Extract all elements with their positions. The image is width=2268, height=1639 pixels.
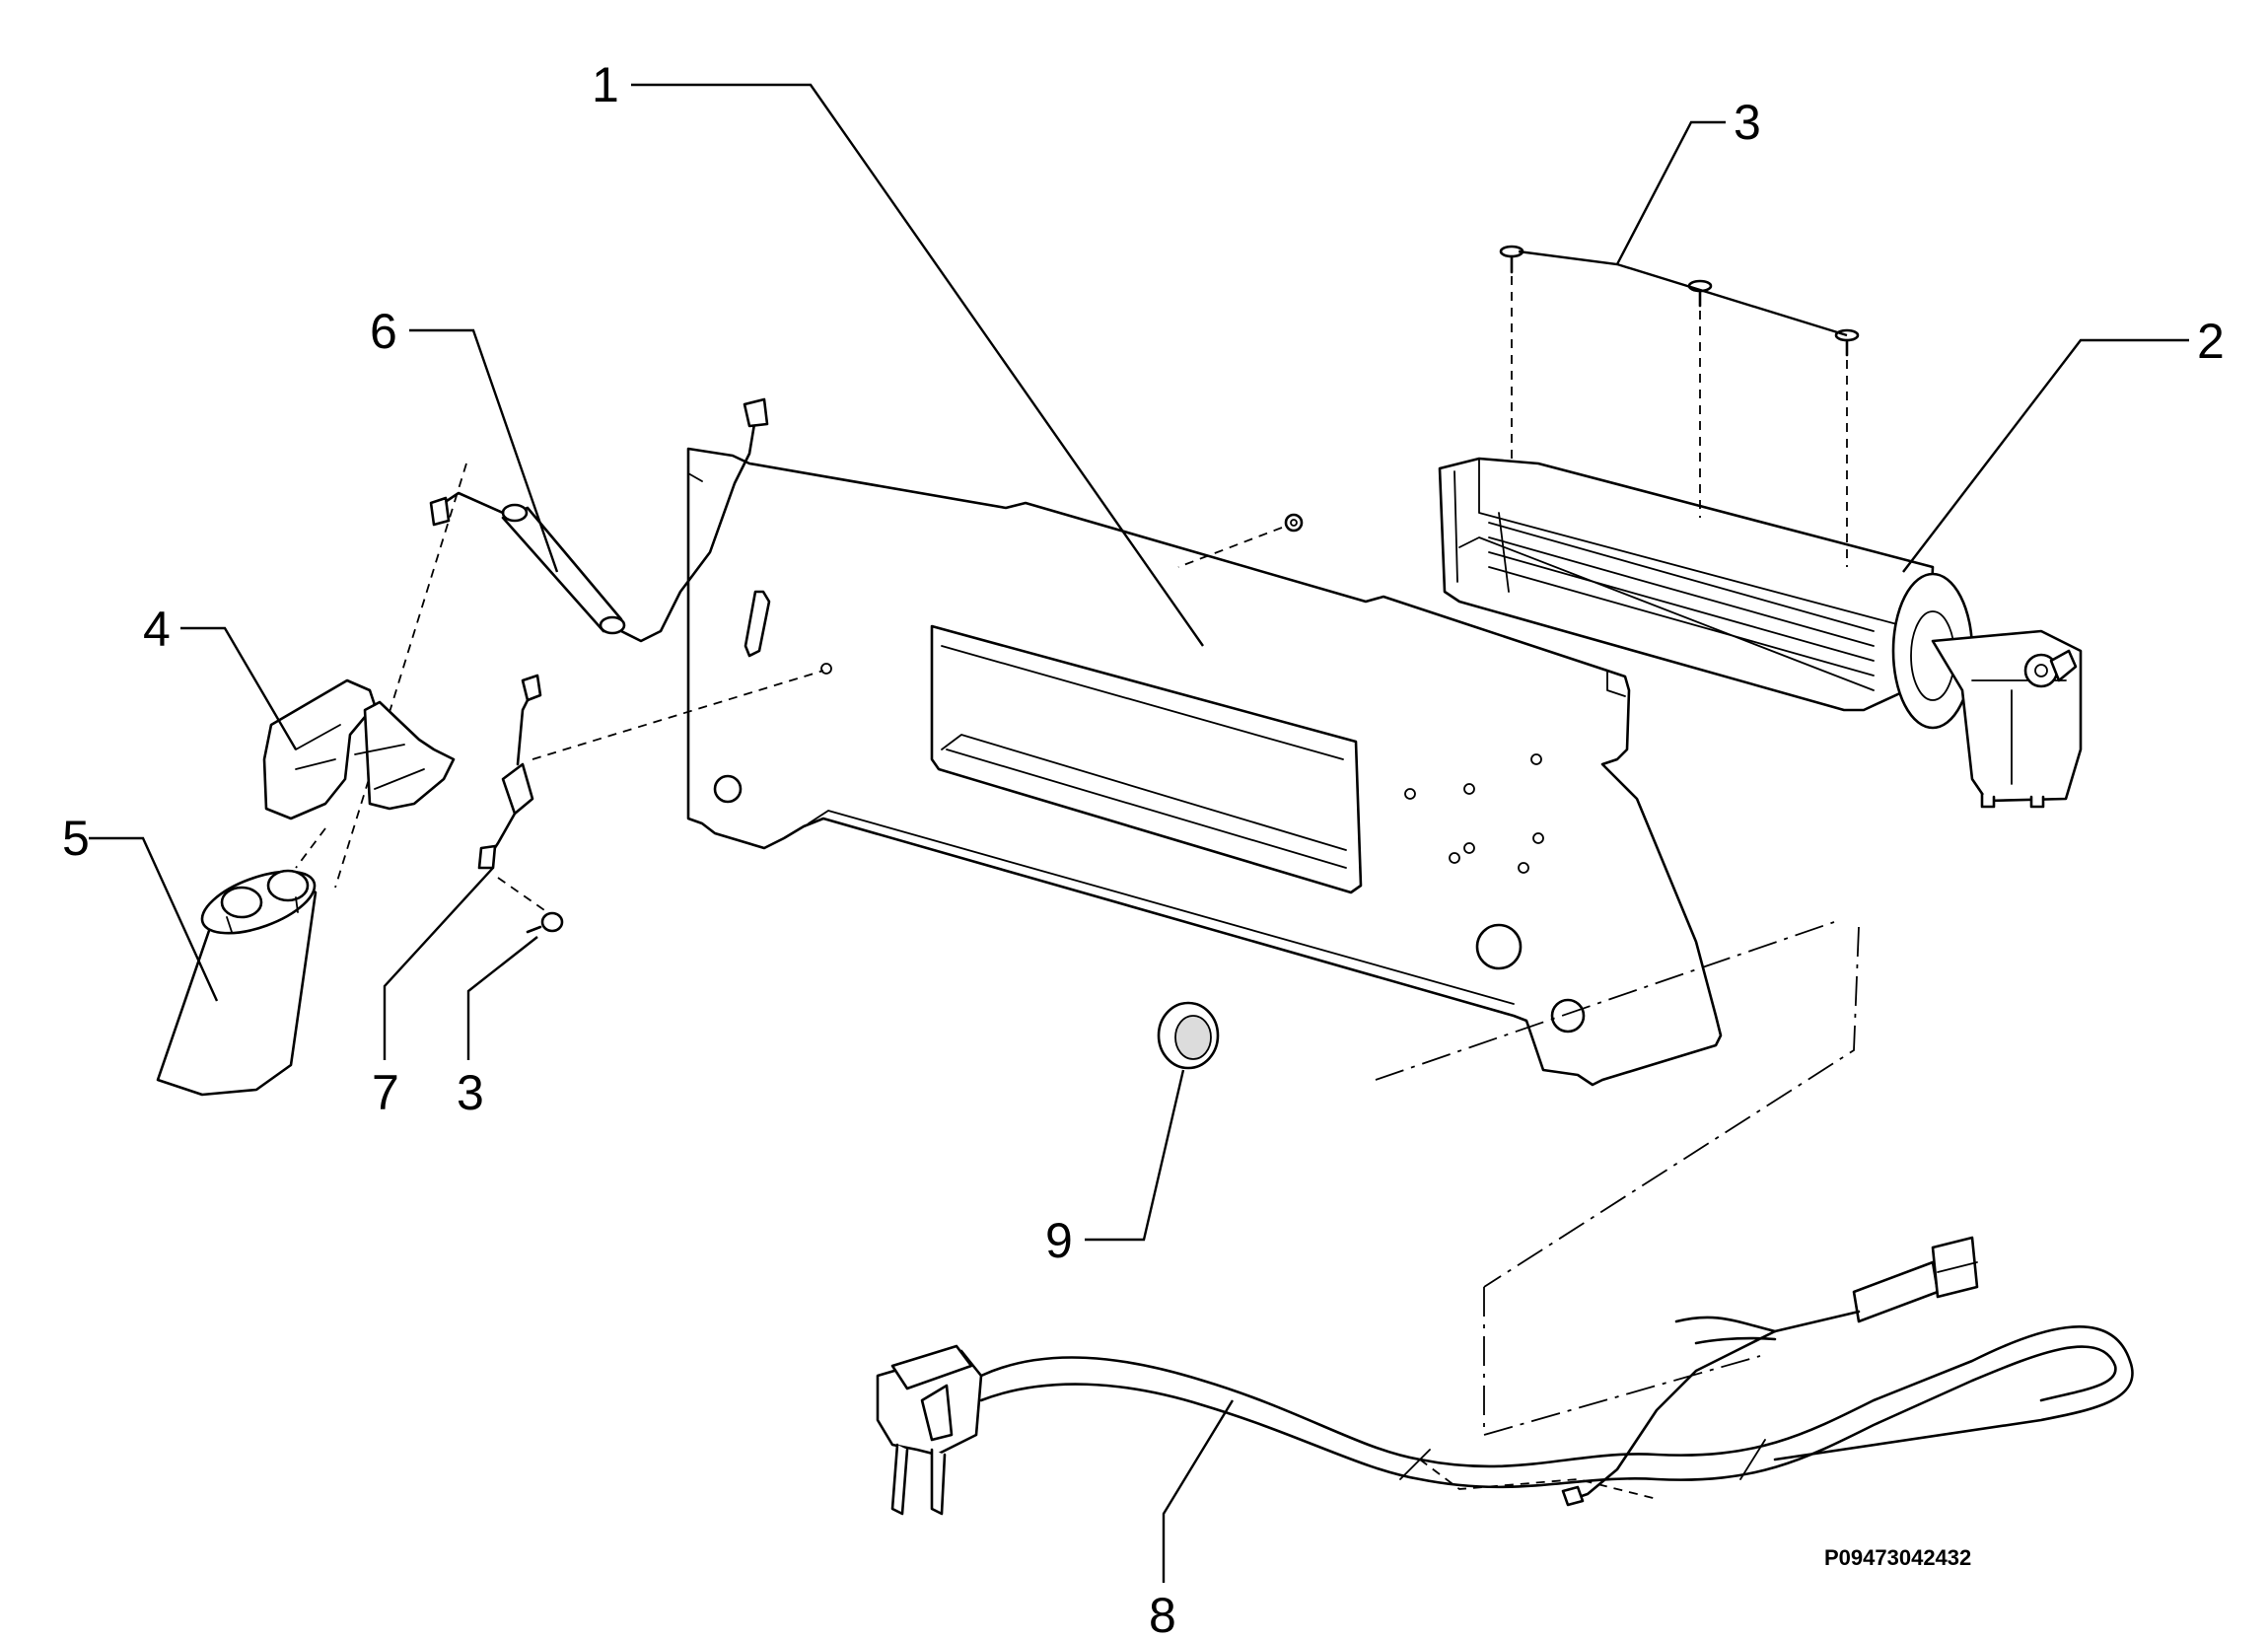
part-8-power-cord — [876, 1236, 2134, 1516]
part-7-diode — [477, 670, 824, 870]
callout-1: 1 — [592, 57, 619, 112]
callout-9: 9 — [1045, 1213, 1073, 1268]
callout-8: 8 — [1149, 1588, 1176, 1639]
part-4-bracket — [262, 678, 456, 820]
callout-3-bottom: 3 — [457, 1065, 484, 1120]
callout-7: 7 — [372, 1065, 399, 1120]
callouts: 1 2 3 3 4 5 6 7 8 9 P09473042432 — [62, 57, 2225, 1639]
part-2-tangential-fan — [1438, 457, 2083, 809]
callout-3-top: 3 — [1734, 95, 1761, 150]
callout-2: 2 — [2197, 314, 2225, 369]
callout-5: 5 — [62, 811, 90, 866]
part-1-mounting-plate — [686, 447, 1723, 1087]
callout-4: 4 — [143, 602, 171, 657]
routing-lines — [1375, 921, 1860, 1437]
part-3-screw-lower — [497, 877, 564, 934]
part-6-filter-component — [334, 397, 769, 889]
part-5-capacitor — [156, 827, 326, 1097]
part-screw-plate — [1177, 513, 1304, 568]
leader-lines — [89, 83, 2189, 1583]
part-9-grommet — [1157, 1001, 1220, 1070]
callout-6: 6 — [370, 304, 397, 359]
drawing-code: P09473042432 — [1824, 1545, 1971, 1570]
